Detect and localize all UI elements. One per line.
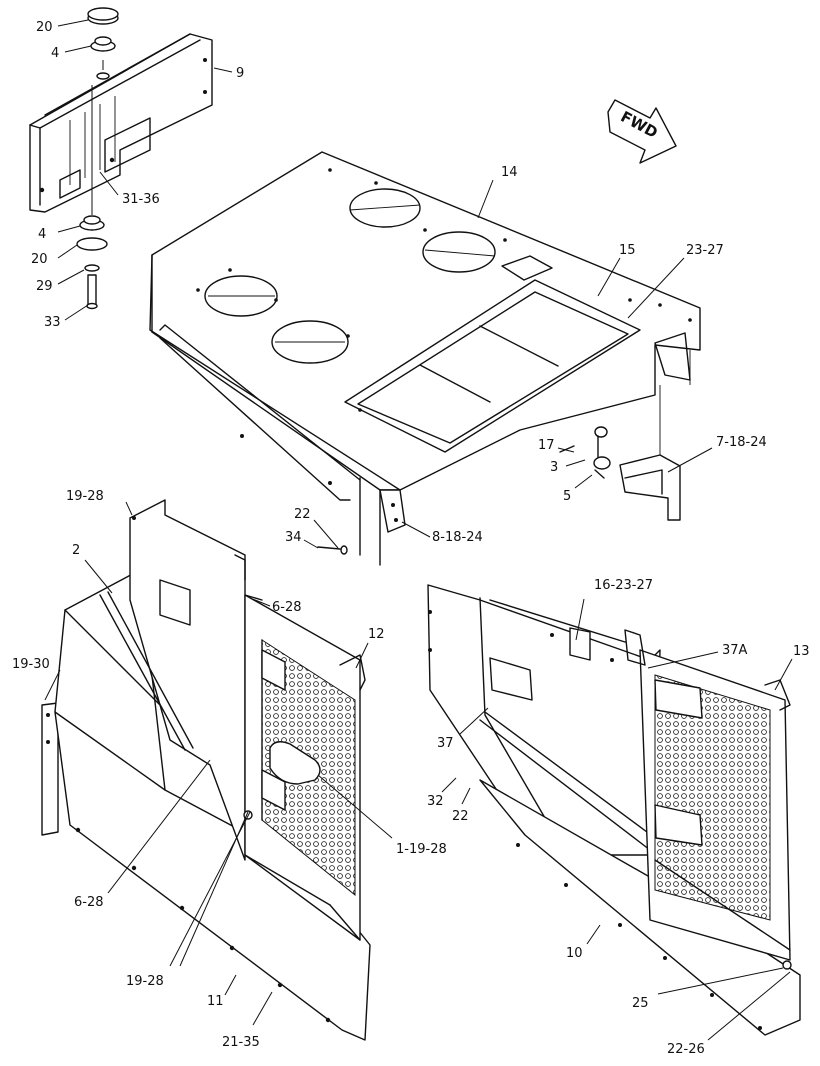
callout-10: 10 xyxy=(566,946,583,961)
callout-5: 5 xyxy=(563,489,571,504)
callout-20-bottom: 20 xyxy=(31,252,48,267)
callout-2: 2 xyxy=(72,543,80,558)
callout-8-18-24: 8-18-24 xyxy=(432,530,483,545)
callout-6-28-top: 6-28 xyxy=(272,600,302,615)
callout-17: 17 xyxy=(538,438,555,453)
callout-20-top: 20 xyxy=(36,20,53,35)
callout-12: 12 xyxy=(368,627,385,642)
callout-22-26: 22-26 xyxy=(667,1042,705,1057)
leader-lines xyxy=(44,19,793,1041)
callout-22-top: 22 xyxy=(294,507,311,522)
callout-21-35: 21-35 xyxy=(222,1035,260,1050)
callout-37: 37 xyxy=(437,736,454,751)
callout-32: 32 xyxy=(427,794,444,809)
callout-labels: 20 4 9 31-36 4 20 29 33 14 15 23-27 17 3… xyxy=(12,20,810,1057)
callout-29: 29 xyxy=(36,279,53,294)
callout-33: 33 xyxy=(44,315,61,330)
callout-22-right: 22 xyxy=(452,809,469,824)
callout-9: 9 xyxy=(236,66,244,81)
callout-13: 13 xyxy=(793,644,810,659)
callout-37a: 37A xyxy=(722,643,748,658)
callout-19-28-bottom: 19-28 xyxy=(126,974,164,989)
callout-25: 25 xyxy=(632,996,649,1011)
callout-4-top: 4 xyxy=(51,46,59,61)
callout-1-19-28: 1-19-28 xyxy=(396,842,447,857)
callout-34: 34 xyxy=(285,530,302,545)
latch-assembly xyxy=(559,332,691,521)
bolt-22-34 xyxy=(317,489,406,555)
left-panel-assembly xyxy=(41,499,371,1041)
callout-19-28-top: 19-28 xyxy=(66,489,104,504)
callout-15: 15 xyxy=(619,243,636,258)
callout-14: 14 xyxy=(501,165,518,180)
bracket-assembly xyxy=(29,33,213,213)
callout-7-18-24: 7-18-24 xyxy=(716,435,767,450)
callout-23-27: 23-27 xyxy=(686,243,724,258)
fwd-direction-arrow: FWD xyxy=(607,99,677,164)
callout-19-30: 19-30 xyxy=(12,657,50,672)
top-plate xyxy=(149,151,701,566)
callout-11: 11 xyxy=(207,994,224,1009)
callout-3: 3 xyxy=(550,460,558,475)
callout-16-23-27: 16-23-27 xyxy=(594,578,653,593)
mount-stack xyxy=(76,7,119,310)
callout-4-bottom: 4 xyxy=(38,227,46,242)
callout-31-36: 31-36 xyxy=(122,192,160,207)
right-panel-assembly xyxy=(427,584,801,1036)
callout-6-28-bottom: 6-28 xyxy=(74,895,104,910)
